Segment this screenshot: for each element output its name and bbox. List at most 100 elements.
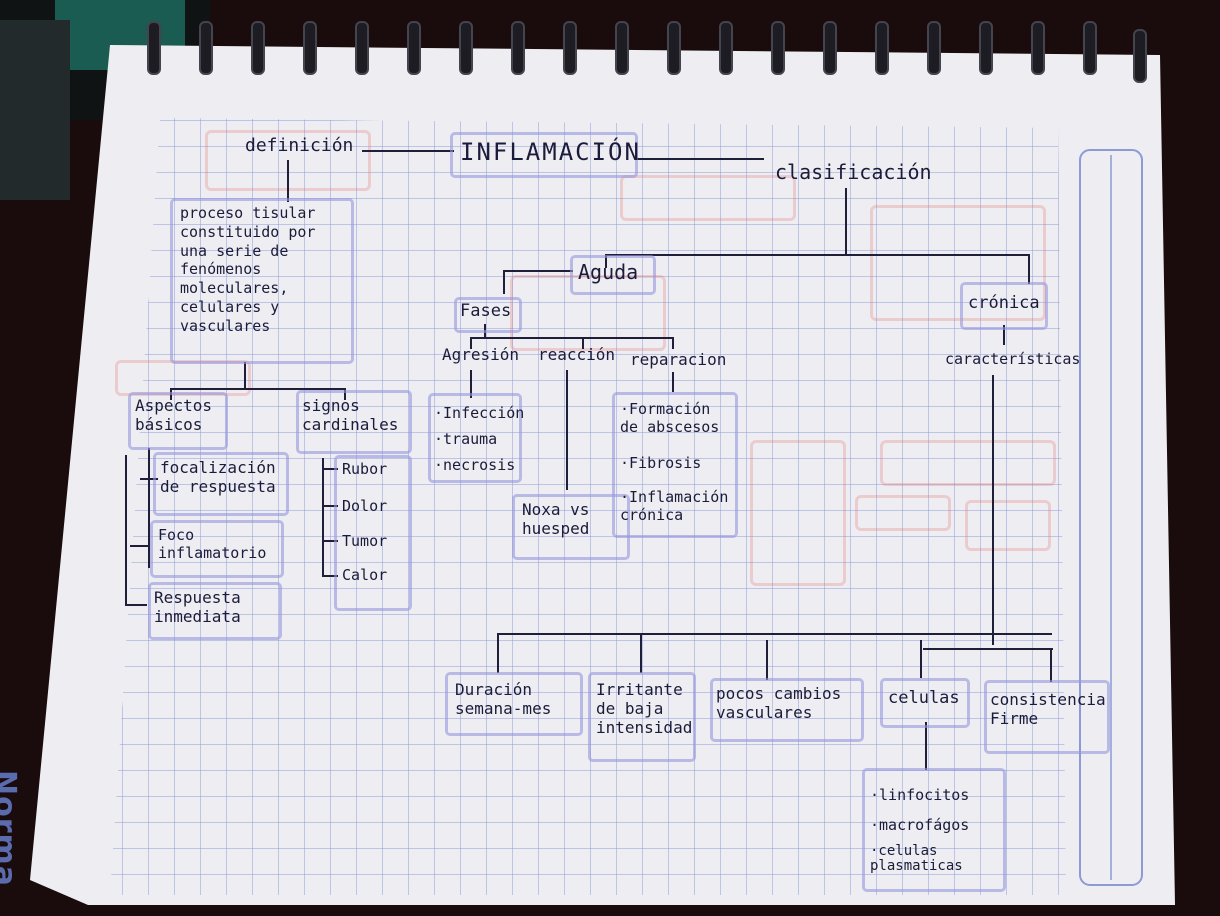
connector-line: [566, 370, 568, 490]
bleed-through-mark: [870, 205, 1046, 321]
signo-item: Tumor: [342, 532, 388, 550]
agresion-item: ·necrosis: [434, 456, 516, 474]
connector-line: [470, 370, 472, 398]
connector-line: [503, 270, 505, 294]
signos-box: [296, 390, 412, 454]
connector-line: [503, 270, 573, 272]
aspecto-item: Foco inflamatorio: [158, 526, 267, 562]
connector-line: [1003, 325, 1005, 345]
bleed-through-mark: [510, 275, 666, 351]
bleed-through-mark: [620, 175, 796, 221]
agresion-list-box: [428, 393, 522, 483]
connector-line: [125, 604, 147, 606]
connector-line: [125, 455, 127, 605]
connector-line: [640, 633, 642, 673]
aspecto-box: [148, 582, 282, 640]
connector-line: [287, 160, 289, 202]
reparacion-item: ·Fibrosis: [620, 454, 702, 472]
connector-line: [497, 633, 1052, 635]
noxa-box: [512, 494, 630, 560]
definition-box: [170, 198, 354, 364]
cronica-item-box: [984, 680, 1110, 754]
connector-line: [605, 254, 1030, 256]
connector-line: [140, 478, 158, 480]
connector-line: [923, 648, 1053, 650]
connector-line: [1050, 648, 1052, 682]
signos-list-box: [334, 455, 412, 611]
cronica-item-box: [710, 678, 864, 742]
signo-item: Calor: [342, 566, 388, 584]
aspecto-box: [153, 452, 289, 516]
reparacion-label: reparacion: [630, 350, 727, 369]
fases-box: [454, 297, 522, 333]
connector-line: [322, 540, 338, 542]
cronica-label: crónica: [968, 293, 1040, 313]
celulas-list-box: [862, 768, 1006, 892]
connector-line: [344, 388, 346, 400]
signos-label: signos cardinales: [302, 396, 399, 435]
bleed-through-mark: [750, 440, 846, 586]
aguda-label: Aguda: [578, 260, 639, 284]
connector-line: [925, 722, 927, 770]
connector-line: [322, 575, 338, 577]
bleed-through-mark: [965, 500, 1051, 551]
notebook-brand-logo: Norma: [0, 770, 22, 888]
aspecto-box: [150, 520, 284, 578]
reaccion-label: reacción: [538, 345, 616, 364]
cronica-item: Irritante de baja intensidad: [596, 680, 693, 738]
cronica-item: consistencia Firme: [990, 690, 1106, 729]
connector-line: [470, 337, 674, 339]
aspectos-label: Aspectos básicos: [135, 396, 213, 435]
caracteristicas-label: características: [945, 350, 1081, 368]
fases-label: Fases: [460, 301, 512, 321]
aspecto-item: focalización de respuesta: [160, 458, 276, 497]
celulas-box: [880, 678, 970, 728]
aguda-box: [570, 255, 656, 295]
connector-line: [322, 468, 338, 470]
connector-line: [497, 633, 499, 673]
connector-line: [920, 640, 922, 678]
celulas-label: celulas: [888, 688, 960, 708]
bleed-through-mark: [115, 360, 251, 396]
celula-item: ·linfocitos: [870, 786, 970, 804]
clasificacion-label: clasificación: [775, 160, 932, 184]
connector-line: [636, 158, 764, 160]
connector-line: [362, 150, 454, 152]
connector-line: [322, 458, 324, 576]
spiral-binding: [147, 21, 1147, 83]
definicion-label: definición: [245, 135, 354, 156]
connector-line: [766, 640, 768, 680]
connector-line: [130, 545, 148, 547]
agresion-label: Agresión: [442, 345, 520, 364]
connector-line: [845, 188, 847, 256]
definicion-text: proceso tisular constituido por una seri…: [180, 204, 316, 335]
bleed-through-mark: [880, 440, 1056, 486]
signo-item: Dolor: [342, 497, 388, 515]
connector-line: [470, 337, 472, 349]
cronica-item-box: [445, 672, 583, 736]
reparacion-item: ·Formación de abscesos: [620, 400, 720, 436]
title-box: [450, 132, 638, 178]
map-title: INFLAMACIÓN: [460, 138, 641, 166]
celula-item: ·celulas plasmaticas: [870, 843, 963, 874]
connector-line: [148, 448, 150, 568]
connector-line: [672, 337, 674, 349]
connector-line: [244, 362, 246, 390]
connector-line: [1028, 254, 1030, 284]
cronica-item: pocos cambios vasculares: [716, 684, 842, 723]
aspecto-item: Respuesta inmediata: [154, 588, 241, 627]
signo-item: Rubor: [342, 460, 388, 478]
celula-item: ·macrofágos: [870, 816, 970, 834]
aspectos-box: [128, 392, 228, 450]
agresion-item: ·Infección: [434, 404, 525, 422]
cronica-item: Duración semana-mes: [455, 680, 552, 719]
reparacion-item: ·Inflamación crónica: [620, 488, 729, 524]
bleed-through-mark: [855, 495, 951, 531]
connector-line: [582, 337, 584, 349]
cronica-item-box: [588, 672, 696, 762]
cronica-box: [960, 282, 1048, 330]
reaccion-note: Noxa vs huesped: [522, 500, 590, 539]
connector-line: [605, 254, 607, 268]
